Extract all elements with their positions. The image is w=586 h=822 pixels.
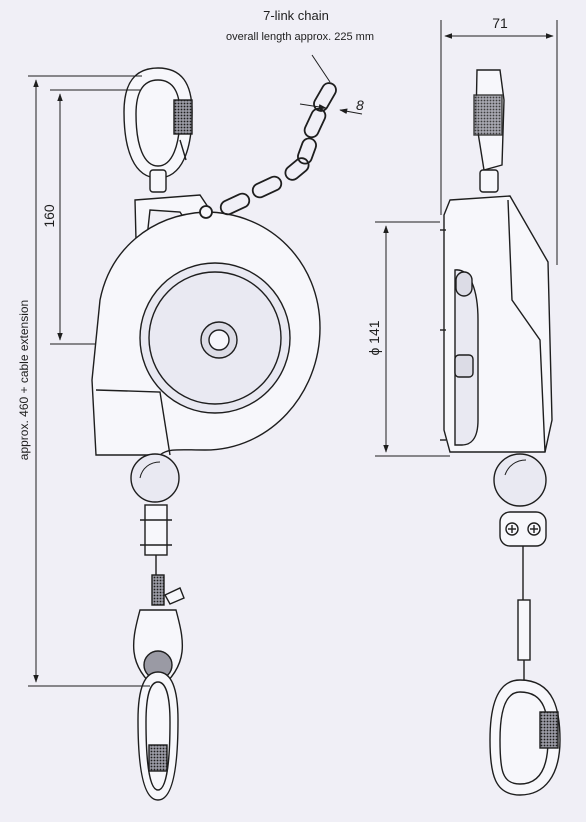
labels: 7-link chain overall length approx. 225 … xyxy=(17,8,508,460)
bottom-screw-lock xyxy=(148,744,168,772)
chain xyxy=(199,82,337,219)
front-cable-clamp xyxy=(499,511,547,547)
front-screw-lock xyxy=(539,711,559,749)
chain-length-label: overall length approx. 225 mm xyxy=(226,31,374,43)
link-width-label: 8 xyxy=(356,97,364,113)
ball-stop xyxy=(130,453,180,503)
bottom-carabiner xyxy=(137,671,179,801)
total-length-label: approx. 460 + cable extension xyxy=(17,300,31,460)
side-view xyxy=(91,67,337,801)
cable-sleeve xyxy=(151,574,165,606)
swivel xyxy=(149,169,167,193)
chain-leader-line xyxy=(311,54,331,83)
diameter-label: ϕ 141 xyxy=(366,320,382,355)
width-label: 71 xyxy=(492,15,508,31)
dimension-lines xyxy=(28,20,558,687)
front-ball-stop xyxy=(493,453,547,507)
chain-title-label: 7-link chain xyxy=(263,8,329,23)
front-view xyxy=(440,69,561,796)
height-160-label: 160 xyxy=(41,204,57,228)
front-cable-sleeve xyxy=(517,599,531,661)
top-carabiner xyxy=(123,67,193,179)
screw-lock-sleeve xyxy=(173,99,193,135)
cable-clamp xyxy=(144,504,168,556)
